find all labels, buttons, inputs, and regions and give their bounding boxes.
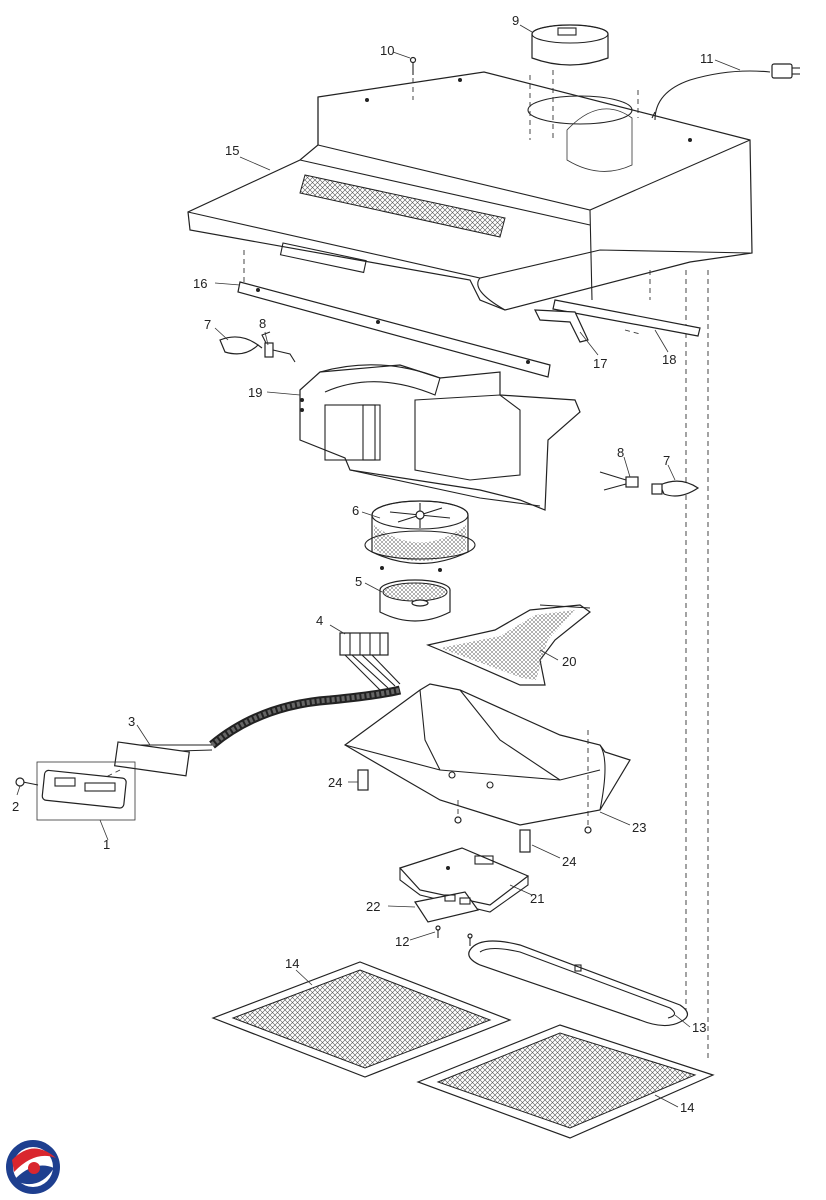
callout-18: 18: [662, 352, 676, 367]
grease-filter-part: [416, 1024, 715, 1139]
leader-lines: [16, 24, 741, 1108]
callout-17: 17: [593, 356, 607, 371]
wiring-harness-part: [79, 685, 402, 791]
callout-24a: 24: [328, 775, 342, 790]
control-bracket-part: [398, 847, 530, 913]
deflector-plate-part: [426, 604, 592, 686]
callout-7a: 7: [204, 317, 211, 332]
callout-7b: 7: [663, 453, 670, 468]
callout-8b: 8: [617, 445, 624, 460]
callout-12: 12: [395, 934, 409, 949]
rear-rail-part: [534, 270, 701, 343]
callout-9: 9: [512, 13, 519, 28]
callout-24b: 24: [562, 854, 576, 869]
callout-4: 4: [316, 613, 323, 628]
blower-wheel-part: [364, 500, 476, 572]
callout-14a: 14: [285, 956, 299, 971]
callout-13: 13: [692, 1020, 706, 1035]
callout-14b: 14: [680, 1100, 694, 1115]
callout-5: 5: [355, 574, 362, 589]
callout-8a: 8: [259, 316, 266, 331]
hood-body-part: [187, 71, 753, 311]
switch-panel-part: [15, 761, 136, 821]
screw-part: [409, 56, 417, 100]
switch-module-part: [414, 891, 480, 923]
lamp-bulb-part: [651, 480, 700, 497]
front-rail-part: [237, 281, 551, 378]
screw-part: [435, 925, 473, 946]
callout-22: 22: [366, 899, 380, 914]
clip-part: [519, 829, 531, 853]
terminal-block-part: [339, 632, 401, 691]
callout-16: 16: [193, 276, 207, 291]
callout-3: 3: [128, 714, 135, 729]
light-diffuser-part: [468, 940, 689, 1027]
power-cord-part: [637, 63, 800, 121]
callout-1: 1: [103, 837, 110, 852]
clip-part: [357, 769, 369, 791]
lamp-bulb-part: [219, 336, 263, 355]
callout-21: 21: [530, 891, 544, 906]
callout-23: 23: [632, 820, 646, 835]
callout-11: 11: [700, 51, 714, 66]
round-filter-part: [379, 579, 451, 622]
grease-filter-part: [211, 961, 512, 1078]
fan-housing-part: [299, 364, 581, 511]
lower-tray-part: [343, 683, 631, 834]
lamp-holder-part: [599, 471, 639, 491]
callout-20: 20: [562, 654, 576, 669]
company-logo: [6, 1140, 60, 1194]
callout-2: 2: [12, 799, 19, 814]
callout-10: 10: [380, 43, 394, 58]
callout-15: 15: [225, 143, 239, 158]
lamp-holder-part: [261, 331, 296, 363]
duct-collar-part: [529, 24, 609, 140]
callout-6: 6: [352, 503, 359, 518]
callout-19: 19: [248, 385, 262, 400]
